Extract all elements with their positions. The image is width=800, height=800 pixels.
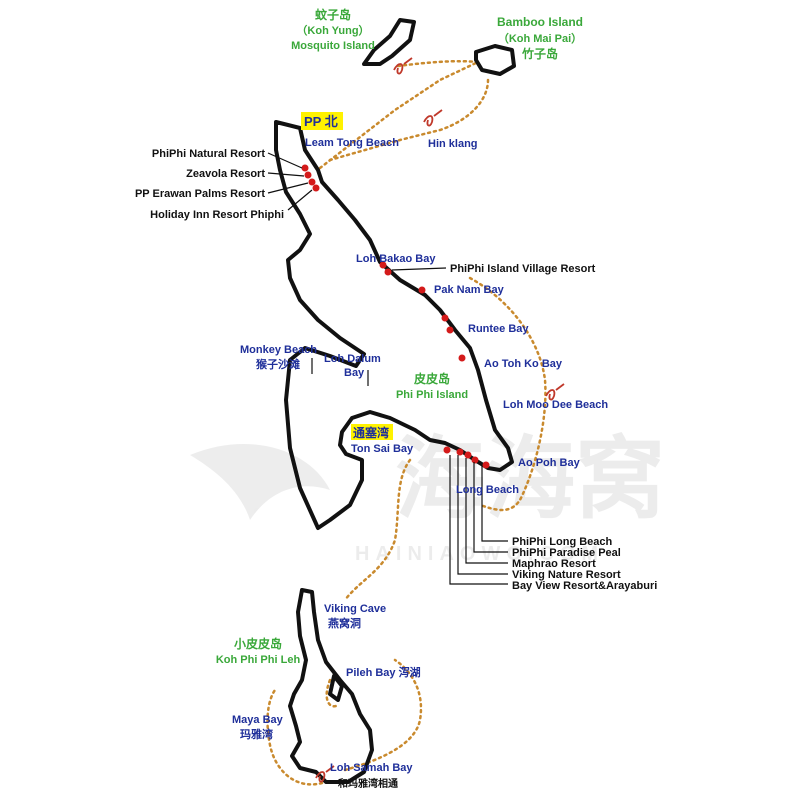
viking-cave-zh: 燕窝洞 [328,616,361,630]
pp-north-label: PP 北 [304,114,338,129]
leam-tong-label: Leam Tong Beach [305,137,399,149]
monkey-beach-zh: 猴子沙滩 [256,357,300,371]
koh-yung-en: Mosquito Island [291,40,375,52]
phi-phi-zh: 皮皮岛 [413,371,450,386]
resort-label: Holiday Inn Resort Phiphi [150,209,284,221]
loh-moo-dee-label: Loh Moo Dee Beach [503,399,608,411]
phi-phi-don-island [274,120,514,530]
resort-label: PP Erawan Palms Resort [135,188,265,200]
resort-dot [308,178,316,186]
watermark-en: HAINIAOWO.COM [355,543,604,565]
resort-dot [458,354,466,362]
koh-yung-zh: 蚊子岛 [315,7,351,22]
maya-bay-zh: 玛雅湾 [240,727,273,741]
ton-sai-zh: 通塞湾 [353,425,389,440]
resort-dot [384,268,392,276]
resort-dots [301,164,490,469]
phi-phi-leh-en: Koh Phi Phi Leh [216,654,301,666]
resort-label: Bay View Resort&Arayaburi [512,580,657,592]
resort-dot [301,164,309,172]
bamboo-zh: 竹子岛 [521,46,558,61]
koh-yung-island [362,18,416,66]
coastlines [274,18,516,784]
pointer-lines [267,152,508,585]
monkey-beach-en: Monkey Beach [240,344,317,356]
resort-dot [482,461,490,469]
pp-north-highlight [301,112,343,130]
resort-label: Zeavola Resort [186,168,265,180]
watermark-cn: 海海窝 [395,430,665,530]
maya-bay-en: Maya Bay [232,714,284,726]
snorkel-icon [315,765,335,783]
phi-phi-leh-island [288,588,374,784]
loh-dalum-bay-label: Bay [344,367,365,379]
pak-nam-label: Pak Nam Bay [434,284,505,296]
koh-yung-local: （Koh Yung） [296,24,369,37]
bamboo-en: Bamboo Island [497,15,583,29]
resort-label: Viking Nature Resort [512,569,621,581]
resort-dot [312,184,320,192]
snorkel-icon [393,57,413,75]
pileh-bay-label: Pileh Bay 泻湖 [346,665,421,679]
resort-label: PhiPhi Natural Resort [152,148,265,160]
loh-bakao-label: Loh Bakao Bay [356,253,436,265]
village-resort-label: PhiPhi Island Village Resort [450,263,596,275]
resort-dot [443,446,451,454]
resort-label: PhiPhi Long Beach [512,536,613,548]
resort-dot [418,286,426,294]
resort-dot [456,448,464,456]
phi-phi-en: Phi Phi Island [396,389,468,401]
resort-names: PhiPhi Natural Resort Zeavola Resort PP … [135,148,657,592]
resort-dot [379,261,387,269]
ton-sai-highlight [351,424,393,440]
resort-dot [464,451,472,459]
place-names: PP 北 Leam Tong Beach Hin klang Loh Bakao… [232,112,608,790]
loh-samah-label: Loh Samah Bay [330,762,413,774]
resort-label: Maphrao Resort [512,558,596,570]
snorkel-markers [315,57,565,783]
bamboo-island [474,44,516,76]
ao-toh-ko-label: Ao Toh Ko Bay [484,358,563,370]
phi-phi-leh-zh: 小皮皮岛 [234,636,282,651]
ao-poh-label: Ao Poh Bay [518,457,581,469]
pileh-lagoon [328,674,344,702]
resort-dot [304,171,312,179]
loh-samah-zh: 和玛雅湾相通 [337,777,398,790]
loh-dalum-label: Loh Dalum [324,353,381,365]
resort-dot [446,326,454,334]
long-beach-label: Long Beach [456,484,519,496]
resort-label: PhiPhi Paradise Peal [512,547,621,559]
island-names: 蚊子岛 （Koh Yung） Mosquito Island Bamboo Is… [216,7,583,666]
boat-routes [266,59,547,786]
snorkel-icon [423,109,443,127]
resort-dot [471,456,479,464]
ton-sai-en: Ton Sai Bay [351,443,414,455]
resort-dot [441,314,449,322]
bamboo-local: （Koh Mai Pai） [498,32,582,45]
viking-cave-en: Viking Cave [324,603,386,615]
runtee-label: Runtee Bay [468,323,529,335]
snorkel-icon [545,383,565,401]
hin-klang-label: Hin klang [428,138,478,150]
